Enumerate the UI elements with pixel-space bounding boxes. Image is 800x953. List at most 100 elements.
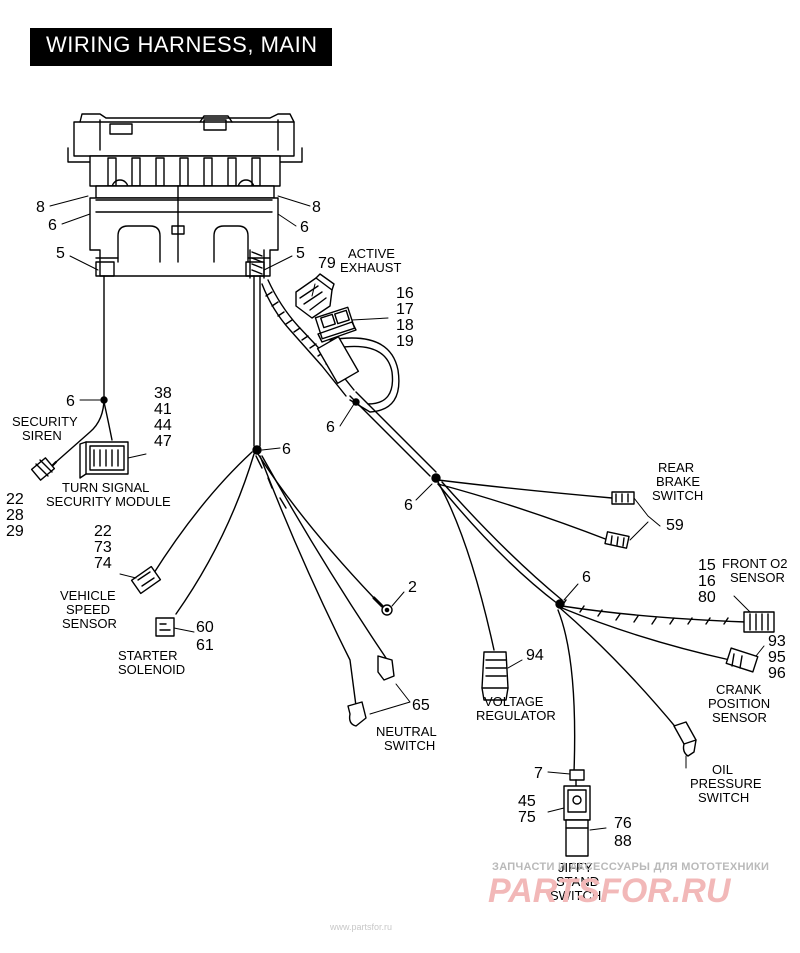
label-active-exhaust-2: EXHAUST (340, 260, 401, 275)
label-jiffy-3: SWITCH (550, 888, 601, 903)
callout-siren-6: 6 (66, 393, 75, 410)
voltage-regulator-branch (437, 481, 509, 701)
callout-o2-1: 15 (698, 557, 716, 574)
callout-ground-ring: 2 (408, 579, 417, 596)
title-bar (30, 28, 332, 66)
label-voltage-2: REGULATOR (476, 708, 556, 723)
callout-connector-4: 19 (396, 333, 414, 350)
callout-left-6: 6 (48, 217, 57, 234)
callout-vss-3: 74 (94, 555, 112, 572)
label-tssm-2: SECURITY MODULE (46, 494, 171, 509)
active-exhaust-actuator (295, 273, 335, 319)
ground-ring-terminal (372, 596, 393, 616)
component-labels: ACTIVE EXHAUST SECURITY SIREN TURN SIGNA… (12, 246, 788, 903)
label-front-o2-2: SENSOR (730, 570, 785, 585)
security-siren-connector (30, 457, 58, 481)
callout-crank-1: 93 (768, 633, 786, 650)
callout-siren-3: 29 (6, 523, 24, 540)
callout-module-3: 44 (154, 417, 172, 434)
turn-signal-security-module (79, 441, 129, 479)
front-o2-connector (743, 611, 775, 633)
rear-brake-branch (437, 479, 635, 549)
watermark: ЗАПЧАСТИ И АКСЕССУАРЫ ДЛЯ МОТОТЕХНИКИ PA… (329, 861, 769, 932)
callout-right-6: 6 (300, 219, 309, 236)
callout-siren-2: 28 (6, 507, 24, 524)
callout-module-4: 47 (154, 433, 172, 450)
label-jiffy-1: JIFFY (558, 860, 593, 875)
callout-right-5: 5 (296, 245, 305, 262)
watermark-footer: www.partsfor.ru (329, 922, 392, 932)
label-oil-1: OIL (712, 762, 733, 777)
watermark-brand: PARTSFOR.RU (488, 872, 732, 910)
label-security-siren-1: SECURITY (12, 414, 78, 429)
callout-rear-branch-6: 6 (404, 497, 413, 514)
callout-connector-1: 16 (396, 285, 414, 302)
front-sensor-branch (437, 481, 747, 773)
watermark-tagline: ЗАПЧАСТИ И АКСЕССУАРЫ ДЛЯ МОТОТЕХНИКИ (492, 861, 769, 873)
label-neutral-1: NEUTRAL (376, 724, 437, 739)
callout-jiffy-left-1: 45 (518, 793, 536, 810)
callout-left-8: 8 (36, 199, 45, 216)
callout-crank-2: 95 (768, 649, 786, 666)
label-starter-2: SOLENOID (118, 662, 185, 677)
label-starter-1: STARTER (118, 648, 177, 663)
jiffy-stand-switch-assembly (563, 769, 591, 857)
siren-harness-branch (55, 275, 113, 463)
lower-left-branches (151, 451, 387, 707)
callout-starter-2: 61 (196, 637, 214, 654)
callout-front-branch-6: 6 (582, 569, 591, 586)
label-tssm-1: TURN SIGNAL (62, 480, 149, 495)
label-rear-brake-3: SWITCH (652, 488, 703, 503)
callout-neutral-switch: 65 (412, 697, 430, 714)
label-crank-3: SENSOR (712, 710, 767, 725)
callout-vss-1: 22 (94, 523, 112, 540)
label-vss-3: SENSOR (62, 616, 117, 631)
callout-left-5: 5 (56, 245, 65, 262)
callout-crank-3: 96 (768, 665, 786, 682)
label-crank-1: CRANK (716, 682, 762, 697)
callout-jiffy-left-2: 75 (518, 809, 536, 826)
callout-o2-3: 80 (698, 589, 716, 606)
neutral-switch-boots (347, 655, 395, 727)
callout-module-2: 41 (154, 401, 172, 418)
callout-voltage-regulator: 94 (526, 647, 544, 664)
callout-loom-6: 6 (326, 419, 335, 436)
starter-solenoid-connector (155, 617, 175, 637)
label-vss-2: SPEED (66, 602, 110, 617)
label-neutral-2: SWITCH (384, 738, 435, 753)
leader-lines (49, 195, 765, 831)
callout-active-exhaust: 79 (318, 255, 336, 272)
label-front-o2-1: FRONT O2 (722, 556, 788, 571)
callout-siren-1: 22 (6, 491, 24, 508)
callout-o2-2: 16 (698, 573, 716, 590)
page-title: WIRING HARNESS, MAIN (46, 32, 318, 57)
label-voltage-1: VOLTAGE (484, 694, 544, 709)
label-jiffy-2: STAND (556, 874, 599, 889)
callout-starter-1: 60 (196, 619, 214, 636)
callout-jiffy-right-1: 76 (614, 815, 632, 832)
callout-connector-3: 18 (396, 317, 414, 334)
label-active-exhaust-1: ACTIVE (348, 246, 395, 261)
label-oil-3: SWITCH (698, 790, 749, 805)
label-crank-2: POSITION (708, 696, 770, 711)
callout-branch-6: 6 (282, 441, 291, 458)
label-rear-brake-2: BRAKE (656, 474, 700, 489)
label-security-siren-2: SIREN (22, 428, 62, 443)
oil-pressure-boot (673, 721, 697, 757)
callout-jiffy-clip: 7 (534, 765, 543, 782)
label-rear-brake-1: REAR (658, 460, 694, 475)
callout-numbers: 8 6 5 8 6 5 79 16 17 18 19 6 6 38 41 44 … (6, 199, 786, 850)
callout-module-1: 38 (154, 385, 172, 402)
callout-vss-2: 73 (94, 539, 112, 556)
callout-rear-brake-switch: 59 (666, 517, 684, 534)
vehicle-speed-sensor-connector (130, 565, 162, 595)
control-module-housing (67, 113, 303, 277)
callout-right-8: 8 (312, 199, 321, 216)
label-oil-2: PRESSURE (690, 776, 762, 791)
connector-cluster (314, 306, 357, 343)
main-harness-trunk (249, 249, 265, 455)
crank-position-connector (725, 647, 759, 673)
callout-jiffy-right-2: 88 (614, 833, 632, 850)
